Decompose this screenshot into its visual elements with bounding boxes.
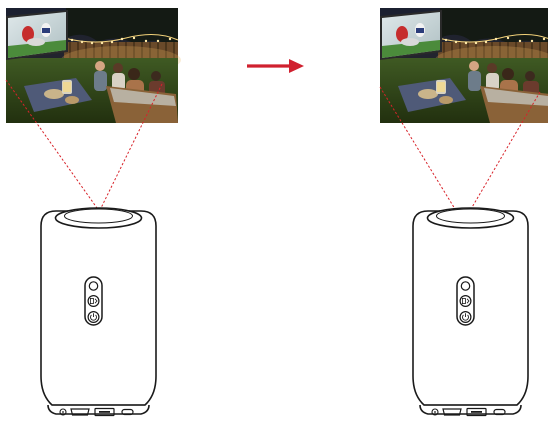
right-panel	[380, 8, 548, 416]
projector-device-right	[413, 208, 528, 416]
projector-device-left	[41, 208, 156, 416]
right-arrow-icon	[247, 59, 304, 73]
scene-photo-left	[6, 8, 181, 123]
left-panel	[6, 8, 181, 416]
scene-photo-right	[380, 8, 548, 123]
